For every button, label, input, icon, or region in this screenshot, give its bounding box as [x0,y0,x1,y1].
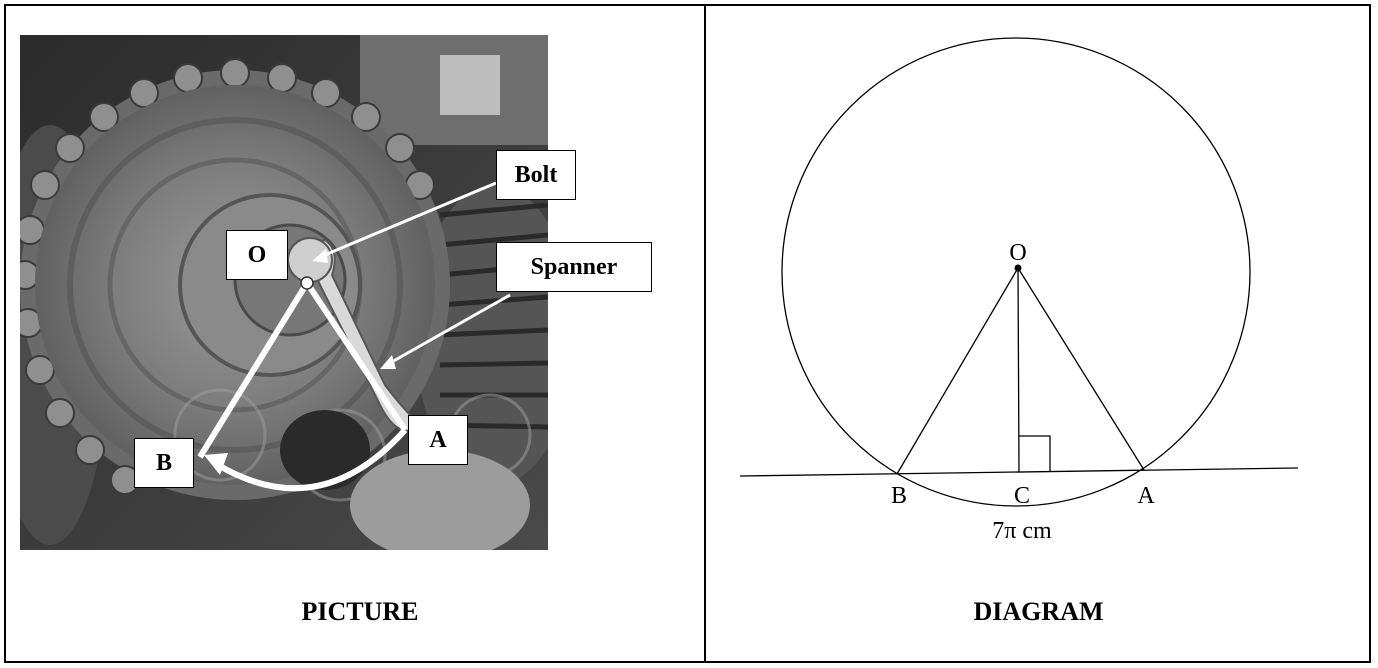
bolt-label: Bolt [496,150,576,200]
right-angle-marker [1019,435,1051,472]
gear-photo [20,35,548,550]
outer-frame [4,4,1371,663]
bolt-leader [319,181,497,259]
point-o-label: O [226,230,288,280]
circle [781,37,1251,507]
spanner-leader [389,293,511,365]
geometry-diagram: O B C A 7π cm [739,37,1299,544]
hand [350,450,530,550]
point-a-label: A [1137,483,1155,509]
point-a-label: A [408,415,468,465]
arc-length-label: 7π cm [992,518,1052,544]
radius-oa [304,281,408,432]
point-b-label: B [134,438,194,488]
arc-arrowhead [204,453,228,475]
panel-divider [704,4,706,663]
arc-ab [216,427,408,492]
leader-lines [319,181,511,365]
point-o-label: O [1009,240,1026,266]
diagram-caption: DIAGRAM [973,597,1104,626]
radius-ob [197,281,310,459]
picture-caption: PICTURE [301,597,419,626]
segment-oa [1017,267,1145,471]
segment-ob [896,267,1019,475]
machine-plate [440,55,500,115]
main-gear [20,58,450,500]
gear-photo-drawing [20,35,548,550]
nut-shadow [280,410,370,490]
point-o-dot [1014,264,1022,272]
point-c-label: C [1014,483,1030,509]
segment-oc [1017,267,1020,473]
bolt-arrowhead [312,249,328,263]
spanner-label: Spanner [496,242,652,292]
spanner-arrowhead [380,355,396,369]
point-b-label: B [891,483,907,509]
sector-outline [197,281,408,492]
point-o-dot [300,276,314,290]
